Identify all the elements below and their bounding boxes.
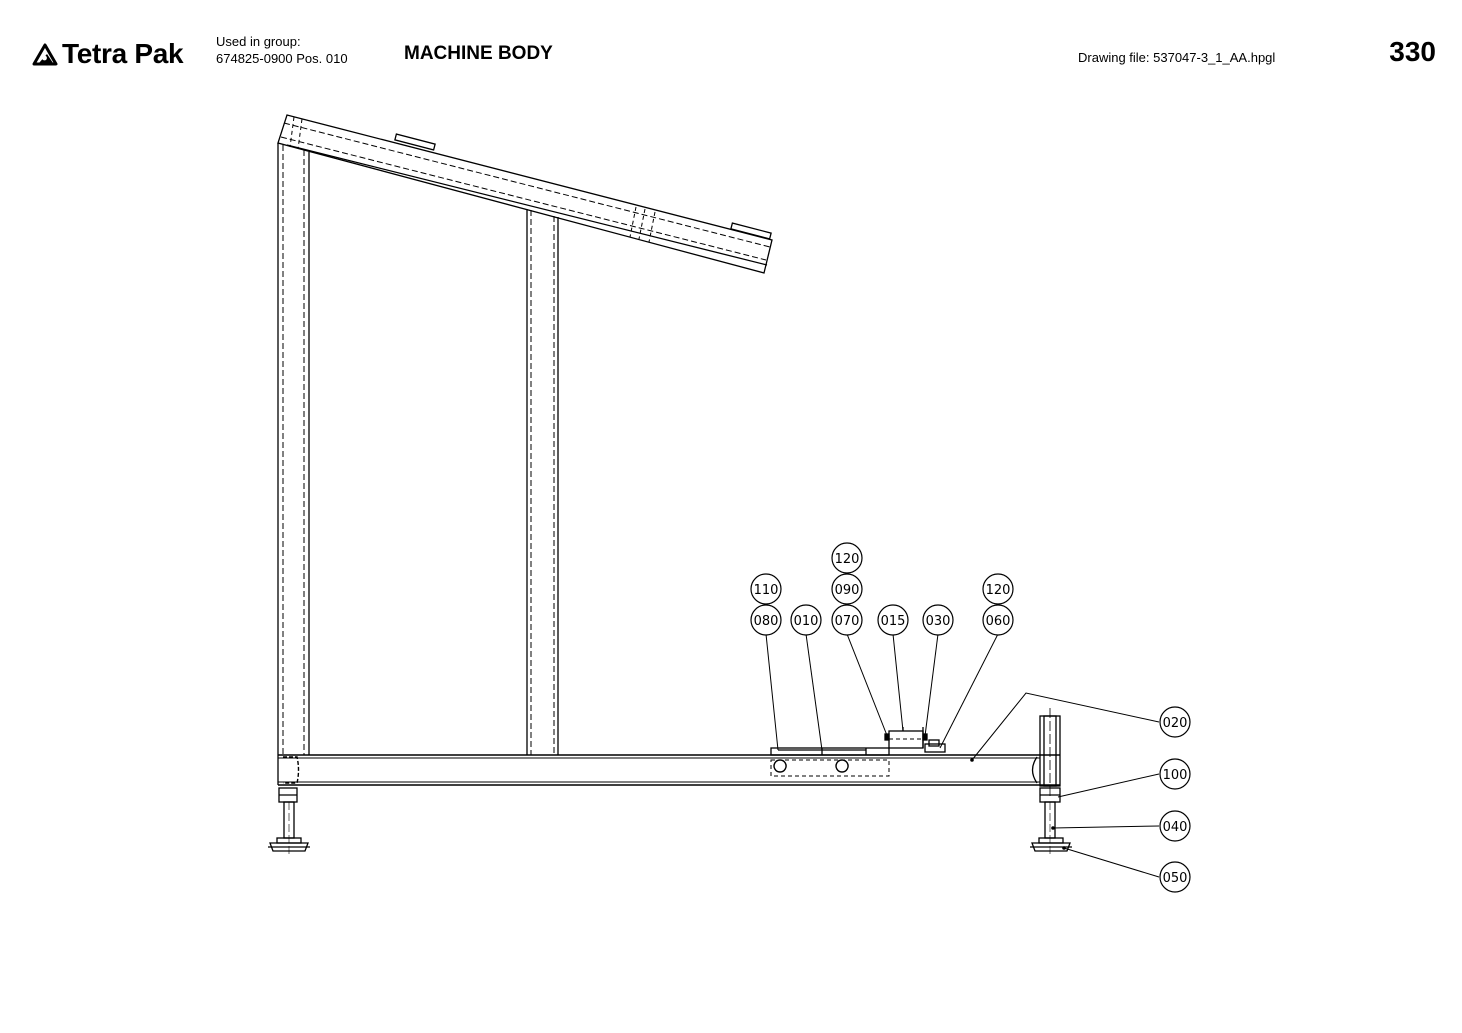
callout-label: 100 xyxy=(1163,768,1188,783)
callout-balloon: 020 xyxy=(1159,706,1191,738)
callout-label: 030 xyxy=(926,614,951,629)
frame-lines xyxy=(268,114,1072,854)
callout-label: 090 xyxy=(835,583,860,598)
callout-balloon: 050 xyxy=(1159,861,1191,893)
callout-balloon: 015 xyxy=(877,604,909,636)
used-in-group-label: Used in group: xyxy=(216,34,301,49)
tetra-pak-logo-icon xyxy=(32,43,58,66)
callout-balloon: 120 xyxy=(982,573,1014,605)
brand-name: Tetra Pak xyxy=(62,38,184,69)
callout-balloon: 090 xyxy=(831,573,863,605)
top-beam xyxy=(277,114,773,274)
leader-lines xyxy=(765,633,1160,878)
callout-label: 040 xyxy=(1163,820,1188,835)
page-number: 330 xyxy=(1389,36,1436,67)
callout-balloon: 080 xyxy=(750,604,782,636)
group-info: Used in group: 674825-0900 Pos. 010 xyxy=(216,33,348,67)
callout-balloon: 010 xyxy=(790,604,822,636)
callout-balloon: 100 xyxy=(1159,758,1191,790)
drawing-file: Drawing file: 537047-3_1_AA.hpgl xyxy=(1078,50,1276,65)
callout-balloon: 030 xyxy=(922,604,954,636)
leader-dots xyxy=(970,758,1066,850)
callout-balloon: 120 xyxy=(831,542,863,574)
callout-label: 120 xyxy=(986,583,1011,598)
callout-label: 060 xyxy=(986,614,1011,629)
callout-label: 050 xyxy=(1163,871,1188,886)
callout-label: 010 xyxy=(794,614,819,629)
callout-label: 070 xyxy=(835,614,860,629)
callout-label: 020 xyxy=(1163,716,1188,731)
callout-balloon: 040 xyxy=(1159,810,1191,842)
page-title: MACHINE BODY xyxy=(404,43,553,64)
callout-group: 120 110 090 120 080 010 070 015 xyxy=(750,542,1191,893)
brand-logo: Tetra Pak xyxy=(32,36,184,72)
group-position: 674825-0900 Pos. 010 xyxy=(216,51,348,66)
callout-balloon: 110 xyxy=(750,573,782,605)
callout-label: 080 xyxy=(754,614,779,629)
callout-label: 110 xyxy=(754,583,779,598)
callout-label: 015 xyxy=(881,614,906,629)
callout-label: 120 xyxy=(835,552,860,567)
callout-balloon: 070 xyxy=(831,604,863,636)
callout-balloon: 060 xyxy=(982,604,1014,636)
